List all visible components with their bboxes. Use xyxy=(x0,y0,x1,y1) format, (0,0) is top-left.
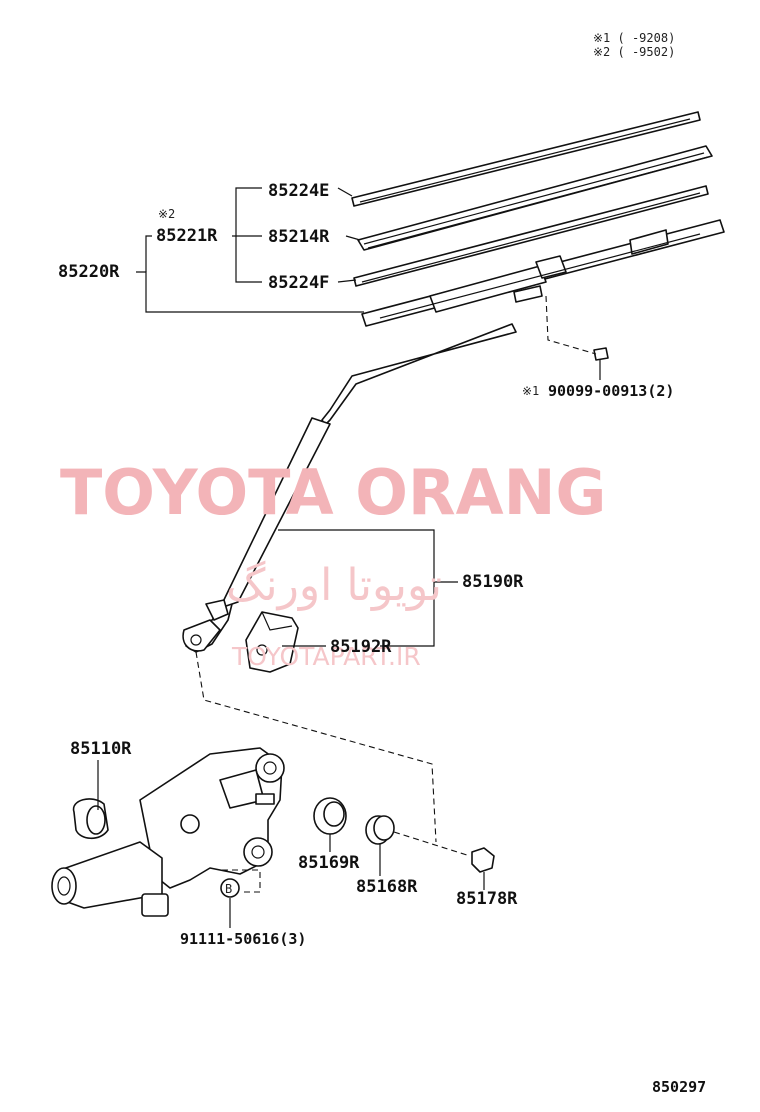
pivot-grommet-85169r xyxy=(313,797,347,835)
note-1: ※1 ( -9208) xyxy=(593,31,675,45)
label-85178r: 85178R xyxy=(456,889,518,909)
wiper-motor-85110r xyxy=(51,747,285,917)
label-85221r: 85221R xyxy=(156,226,218,246)
dash-blade-to-bolt xyxy=(545,295,597,355)
wiper-arm-85190r xyxy=(182,323,517,653)
label-note-mark-2: ※2 xyxy=(158,207,175,221)
label-85224f: 85224F xyxy=(268,273,329,293)
bolt-90099 xyxy=(593,347,609,372)
wiper-arm-cap-85192r xyxy=(245,611,299,673)
label-91111-50616: 91111-50616(3) xyxy=(180,930,306,948)
watermark-brand: TOYOTA ORANG xyxy=(60,456,606,529)
label-90099-00913: 90099-00913(2) xyxy=(548,382,674,400)
label-85220r: 85220R xyxy=(58,262,120,282)
label-85169r: 85169R xyxy=(298,853,360,873)
pivot-nut-85178r xyxy=(471,847,495,873)
dash-washer-to-nut xyxy=(393,831,471,857)
figure-number: 850297 xyxy=(652,1078,706,1096)
label-85110r: 85110R xyxy=(70,739,132,759)
label-85224e: 85224E xyxy=(268,181,329,201)
label-note-mark-1: ※1 xyxy=(522,384,539,398)
pivot-washer-85168r xyxy=(365,815,395,845)
label-85168r: 85168R xyxy=(356,877,418,897)
watermark-farsi: تویوتا اورنگ xyxy=(226,560,442,611)
watermark-url: TOYOTAPART.IR xyxy=(231,642,421,671)
wiper-blade-assembly-85220r xyxy=(361,219,725,327)
dash-bolts-to-motor xyxy=(222,869,261,893)
wiper-blade-refill-85224e xyxy=(351,111,701,207)
wiper-blade-refill-85224f xyxy=(353,185,709,287)
marker-b-circle xyxy=(220,878,240,898)
label-85192r: 85192R xyxy=(330,637,392,657)
label-85190r: 85190R xyxy=(462,572,524,592)
leader-lines xyxy=(97,187,601,928)
wiper-blade-rubber-85214r xyxy=(357,145,713,251)
marker-b-label: B xyxy=(225,882,232,896)
dash-arm-to-nut xyxy=(195,651,437,843)
note-2: ※2 ( -9502) xyxy=(593,45,675,59)
label-85214r: 85214R xyxy=(268,227,330,247)
